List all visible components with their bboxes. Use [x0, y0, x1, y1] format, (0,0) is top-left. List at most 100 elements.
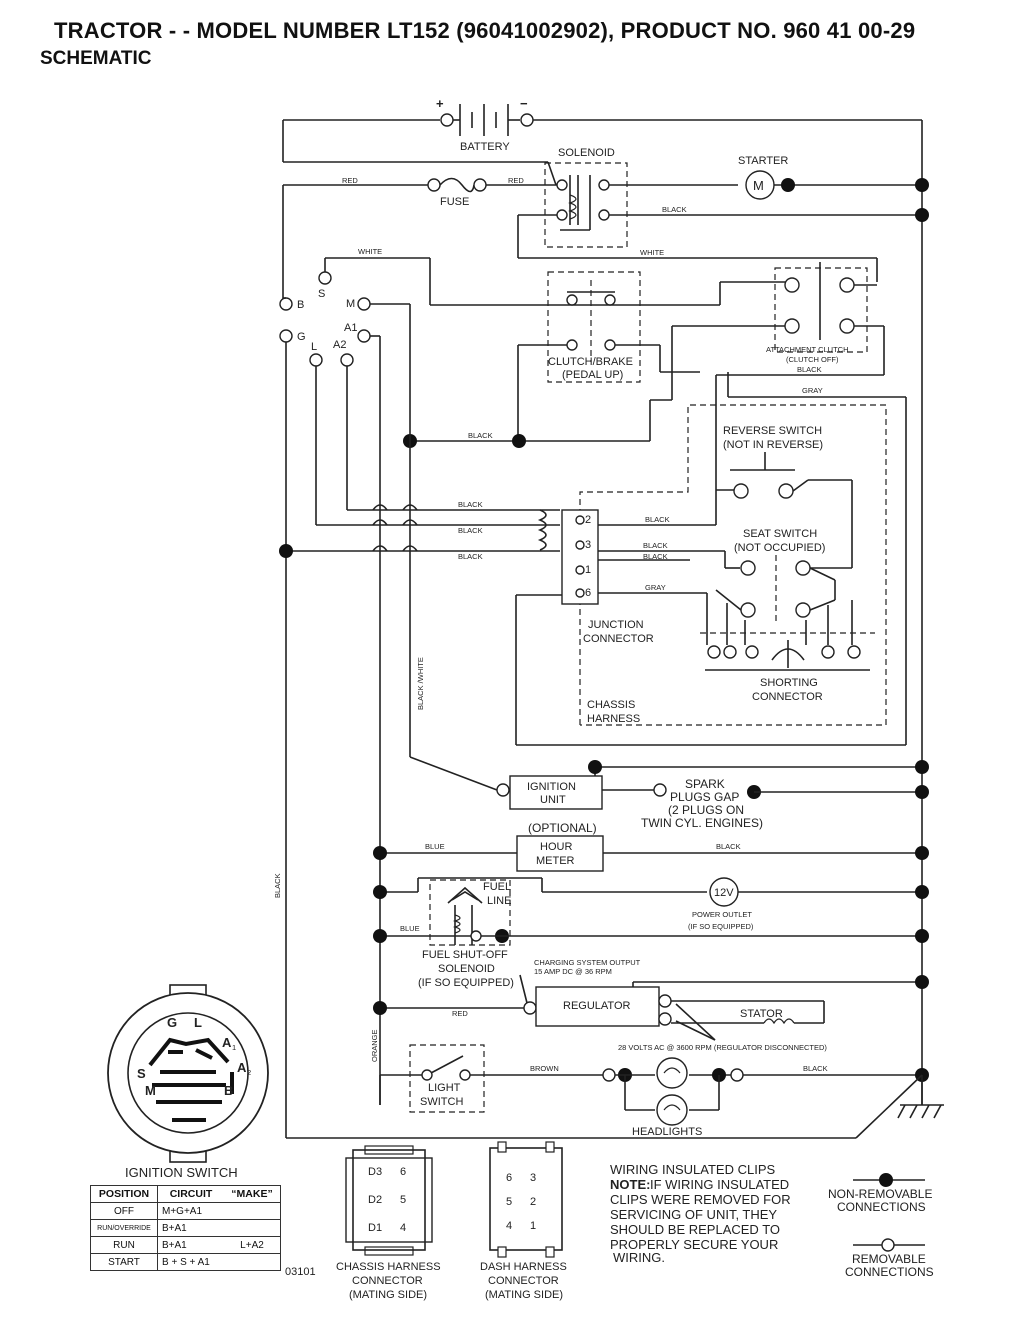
- svg-text:2: 2: [247, 1068, 251, 1077]
- terminal-s: S: [318, 288, 325, 300]
- wire-label-black: BLACK: [458, 526, 483, 535]
- shorting-connector-sublabel: CONNECTOR: [752, 691, 823, 703]
- table-header-make: “MAKE”: [224, 1185, 281, 1203]
- seat-switch-sublabel: (NOT OCCUPIED): [734, 542, 825, 554]
- stator-label: STATOR: [740, 1008, 783, 1020]
- svg-text:NON-REMOVABLE: NON-REMOVABLE: [828, 1187, 932, 1201]
- hour-meter-label: HOUR: [540, 841, 572, 853]
- ignition-switch-table: POSITION CIRCUIT “MAKE” OFF M+G+A1 RUN/O…: [90, 1185, 281, 1271]
- spark-note: (2 PLUGS ON: [668, 803, 744, 817]
- svg-text:4: 4: [506, 1220, 512, 1232]
- junction-sublabel: CONNECTOR: [583, 633, 654, 645]
- chassis-connector-sublabel: CONNECTOR: [352, 1275, 423, 1287]
- headlights-label: HEADLIGHTS: [632, 1126, 702, 1138]
- headlight: [656, 1057, 688, 1089]
- wire-label-gray: GRAY: [645, 583, 666, 592]
- ignition-switch-face: G L A 1 A 2 S M B: [107, 984, 269, 1163]
- page-title: TRACTOR - - MODEL NUMBER LT152 (96041002…: [54, 18, 916, 43]
- attachment-clutch-sublabel: (CLUTCH OFF): [786, 355, 839, 364]
- wire-label-red: RED: [452, 1009, 468, 1018]
- svg-text:IF WIRING INSULATED: IF WIRING INSULATED: [650, 1177, 789, 1192]
- ignition-unit-sublabel: UNIT: [540, 794, 566, 806]
- spark-label: SPARK: [685, 777, 725, 791]
- ignition-unit-label: IGNITION: [527, 781, 576, 793]
- junction-connector: 2 3 1 6 JUNCTION CONNECTOR: [561, 509, 654, 645]
- ignition-terminal-m: M: [145, 1083, 156, 1098]
- hour-meter-optional-label: (OPTIONAL): [528, 821, 597, 835]
- clutch-brake-switch: CLUTCH/BRAKE (PEDAL UP): [547, 271, 641, 383]
- power-outlet-sublabel: (IF SO EQUIPPED): [688, 922, 754, 931]
- fuse-label: FUSE: [440, 196, 469, 208]
- svg-text:5: 5: [506, 1196, 512, 1208]
- regulator: [535, 986, 660, 1027]
- dash-connector-note: (MATING SIDE): [485, 1289, 563, 1301]
- svg-text:5: 5: [400, 1194, 406, 1206]
- ignition-switch-title: IGNITION SWITCH: [125, 1165, 238, 1180]
- wire-label-black: BLACK: [458, 500, 483, 509]
- attachment-clutch-switch: ATTACHMENT CLUTCH (CLUTCH OFF): [766, 262, 868, 364]
- ignition-terminal-a2: A: [237, 1060, 247, 1075]
- reverse-switch-sublabel: (NOT IN REVERSE): [723, 439, 823, 451]
- wire-label-black: BLACK: [273, 873, 282, 898]
- svg-text:NOTE:: NOTE:: [610, 1177, 650, 1192]
- diagram-code: 03101: [285, 1266, 316, 1278]
- svg-text:3: 3: [530, 1172, 536, 1184]
- battery: + − BATTERY: [283, 96, 922, 153]
- svg-text:D3: D3: [368, 1166, 382, 1178]
- wire-label-black: BLACK: [797, 365, 822, 374]
- wire-label-white: WHITE: [640, 248, 664, 257]
- charging-sublabel: 15 AMP DC @ 36 RPM: [534, 967, 612, 976]
- dash-connector-label: DASH HARNESS: [480, 1261, 567, 1273]
- fuel-solenoid-label: FUEL SHUT-OFF: [422, 949, 508, 961]
- battery-label: BATTERY: [460, 141, 510, 153]
- spark-sublabel: PLUGS GAP: [670, 790, 739, 804]
- wire-label-orange: ORANGE: [370, 1029, 379, 1062]
- attachment-clutch-label: ATTACHMENT CLUTCH: [766, 345, 849, 354]
- power-outlet-label: POWER OUTLET: [692, 910, 752, 919]
- wire-label-black: BLACK: [468, 431, 493, 440]
- wire-label-black: BLACK: [662, 205, 687, 214]
- page-subtitle: SCHEMATIC: [40, 48, 152, 69]
- legend-nonremovable: NON-REMOVABLE CONNECTIONS: [828, 1173, 932, 1214]
- wire-label-black: BLACK: [458, 552, 483, 561]
- wire-label-white: WHITE: [358, 247, 382, 256]
- table-row: OFF M+G+A1: [90, 1202, 281, 1220]
- wire-label-brown: BROWN: [530, 1064, 559, 1073]
- svg-text:6: 6: [585, 587, 591, 599]
- fuel-solenoid-sublabel: SOLENOID: [438, 963, 495, 975]
- seat-switch-label: SEAT SWITCH: [743, 528, 817, 540]
- ignition-switch-connector: S M A1 A2 L G B: [279, 271, 371, 367]
- wire-label-black: BLACK: [716, 842, 741, 851]
- ignition-terminal-l: L: [194, 1015, 202, 1030]
- wire-label-black-white: BLACK /WHITE: [416, 657, 425, 710]
- svg-text:D2: D2: [368, 1194, 382, 1206]
- junction-label: JUNCTION: [588, 619, 644, 631]
- svg-text:WIRING.: WIRING.: [613, 1250, 665, 1265]
- terminal-b: B: [297, 299, 304, 311]
- svg-text:REMOVABLE: REMOVABLE: [852, 1252, 926, 1266]
- light-switch-sublabel: SWITCH: [420, 1096, 463, 1108]
- seat-switch: SEAT SWITCH (NOT OCCUPIED): [715, 528, 852, 625]
- chassis-harness-label: CHASSIS: [587, 699, 635, 711]
- regulator-label: REGULATOR: [563, 1000, 630, 1012]
- stator-note: 28 VOLTS AC @ 3600 RPM (REGULATOR DISCON…: [618, 1043, 827, 1052]
- battery-plus-label: +: [436, 96, 444, 111]
- svg-text:SERVICING OF UNIT, THEY: SERVICING OF UNIT, THEY: [610, 1207, 777, 1222]
- battery-minus-label: −: [520, 96, 528, 111]
- table-header-circuit: CIRCUIT: [157, 1185, 224, 1203]
- svg-text:1: 1: [585, 564, 591, 576]
- chassis-connector-label: CHASSIS HARNESS: [336, 1261, 441, 1273]
- charging-label: CHARGING SYSTEM OUTPUT: [534, 958, 641, 967]
- shorting-connector: SHORTING CONNECTOR: [700, 593, 875, 703]
- solenoid: SOLENOID: [544, 147, 628, 248]
- shorting-connector-label: SHORTING: [760, 677, 818, 689]
- hour-meter: [516, 835, 604, 872]
- chassis-harness-sublabel: HARNESS: [587, 713, 640, 725]
- svg-text:WIRING INSULATED CLIPS: WIRING INSULATED CLIPS: [610, 1162, 776, 1177]
- starter-motor-symbol: M: [753, 178, 764, 193]
- fuel-line-sublabel: LINE: [487, 895, 511, 907]
- spark-note2: TWIN CYL. ENGINES): [641, 816, 763, 830]
- svg-text:1: 1: [530, 1220, 536, 1232]
- wire-label-blue: BLUE: [400, 924, 420, 933]
- wiring-clips-note: WIRING INSULATED CLIPS NOTE: IF WIRING I…: [610, 1162, 791, 1265]
